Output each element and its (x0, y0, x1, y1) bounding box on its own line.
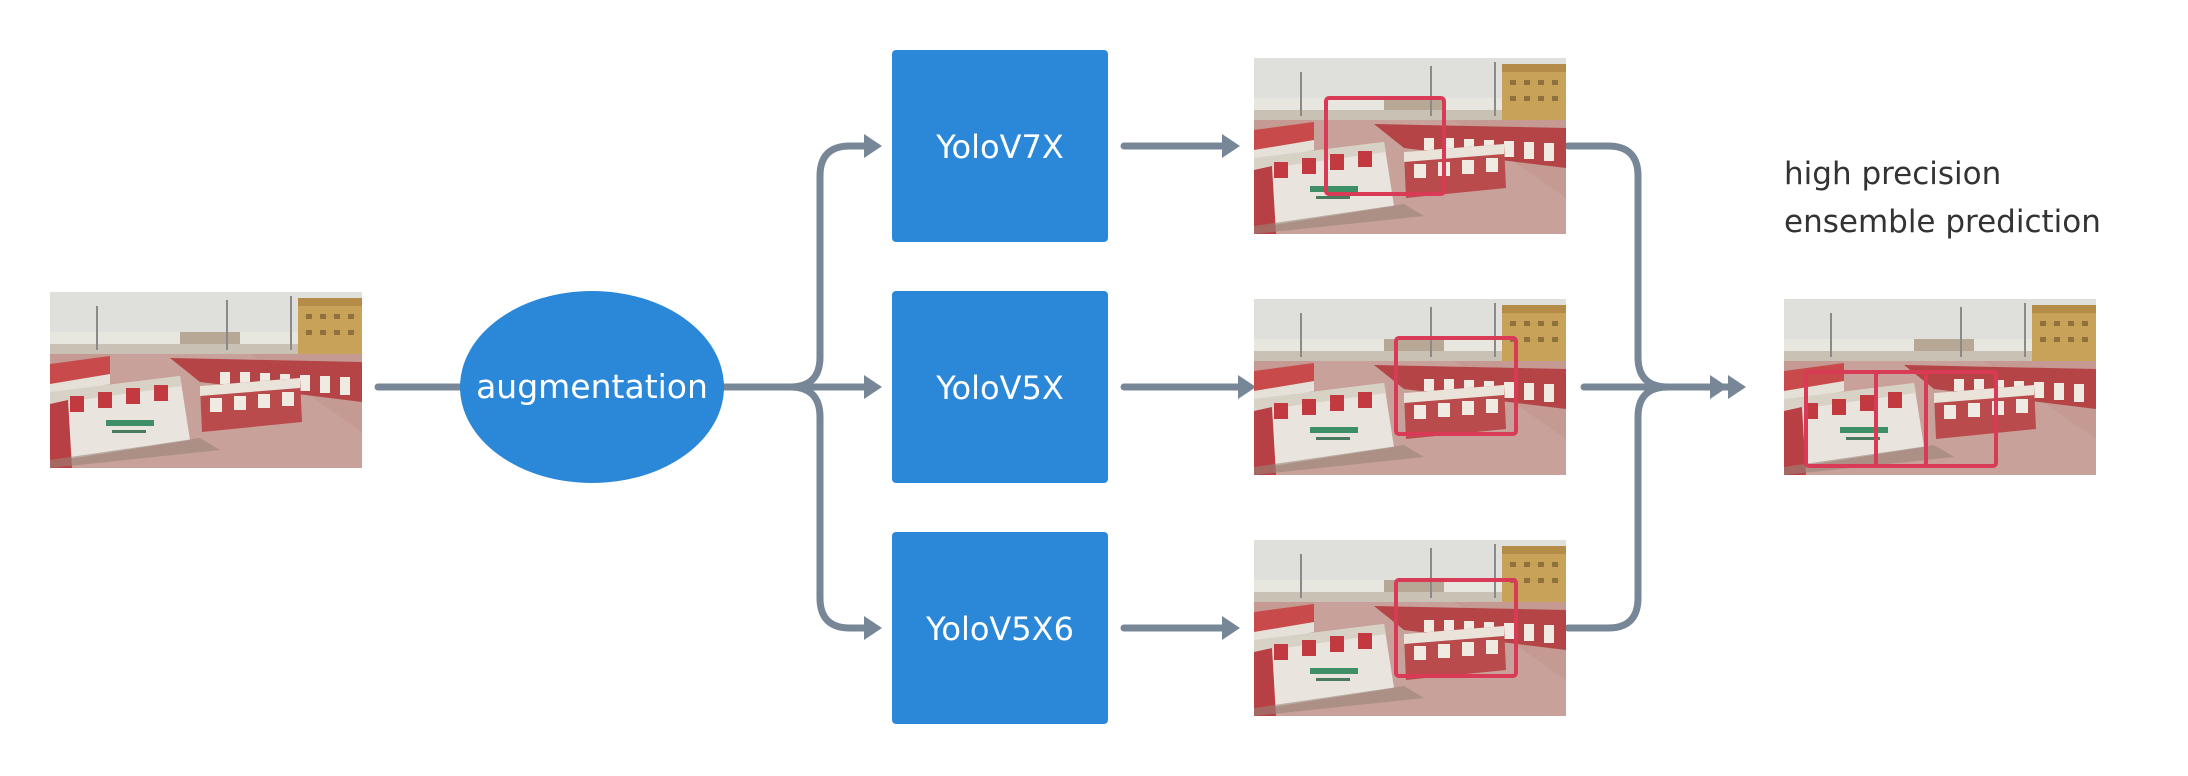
model-node-yolov5x: YoloV5X (892, 291, 1108, 483)
arrowhead-yolov7x-in (864, 134, 882, 158)
arrowhead-pred-top-in (1222, 134, 1240, 158)
arrow-split-to-yolov7x (786, 142, 874, 391)
arrowhead-yolov5x6-in (864, 616, 882, 640)
ensemble-output-image (1784, 299, 2096, 475)
arrowhead-pred-mid-in (1238, 375, 1256, 399)
arrow-merge-bottom (1564, 383, 1672, 632)
arrow-heads (864, 134, 1746, 640)
model-label-yolov5x6: YoloV5X6 (925, 610, 1074, 648)
augmentation-node: augmentation (460, 291, 724, 483)
model-node-yolov5x6: YoloV5X6 (892, 532, 1108, 724)
arrowhead-pred-bottom-in (1222, 616, 1240, 640)
model-label-yolov5x: YoloV5X (935, 369, 1064, 407)
output-caption-line2: ensemble prediction (1784, 204, 2101, 240)
augmentation-label: augmentation (476, 367, 708, 406)
prediction-image-yolov5x (1254, 299, 1566, 475)
detection-box (1394, 336, 1518, 436)
connectors (374, 142, 1734, 632)
output-caption-line1: high precision (1784, 156, 2001, 192)
arrow-merge-top (1564, 142, 1672, 391)
arrowhead-merge-1 (1710, 375, 1728, 399)
arrowhead-merge-2 (1728, 375, 1746, 399)
model-node-yolov7x: YoloV7X (892, 50, 1108, 242)
input-image (50, 292, 362, 468)
model-label-yolov7x: YoloV7X (935, 128, 1064, 166)
detection-box (1804, 370, 1928, 468)
prediction-image-yolov5x6 (1254, 540, 1566, 716)
prediction-image-yolov7x (1254, 58, 1566, 234)
arrowhead-yolov5x-in (864, 375, 882, 399)
arrow-split-to-yolov5x6 (786, 383, 874, 632)
detection-box (1874, 370, 1998, 468)
detection-box (1324, 96, 1446, 196)
detection-box (1394, 578, 1518, 678)
